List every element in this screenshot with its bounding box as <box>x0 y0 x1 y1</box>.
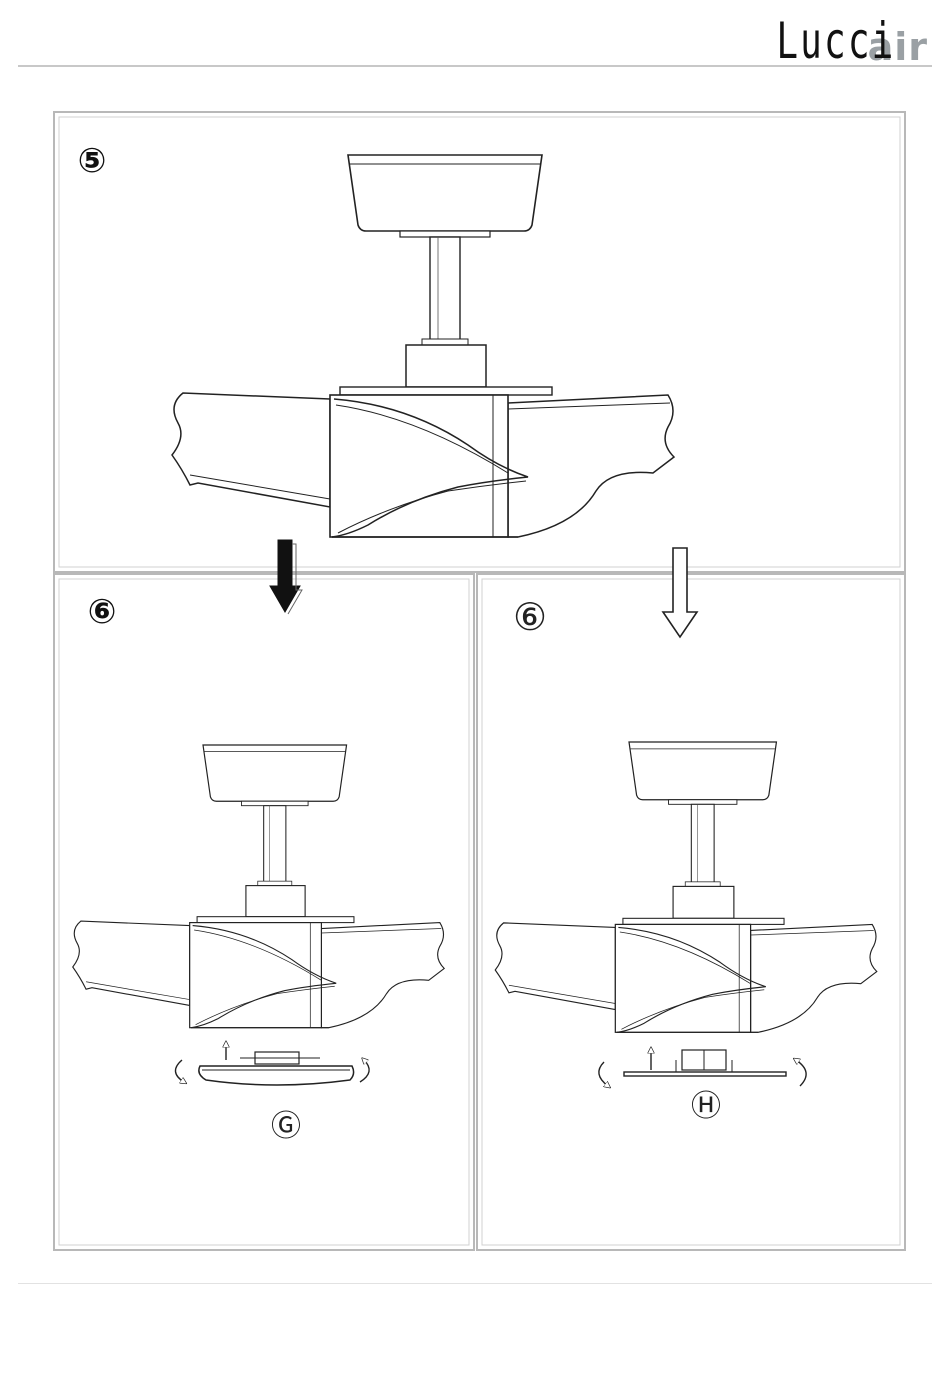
outline-down-arrow <box>663 548 697 637</box>
step-5-number: ⑤ <box>78 141 107 181</box>
cover-plate-part <box>599 1050 806 1086</box>
callout-h: Ⓗ <box>691 1089 721 1124</box>
footer-divider <box>18 1283 932 1284</box>
light-kit-part <box>175 1044 369 1085</box>
callout-g: Ⓖ <box>271 1109 301 1144</box>
fan-illustration-light-kit <box>73 745 444 1028</box>
fan-illustration-cover-plate <box>495 742 877 1032</box>
fan-illustration-step-5 <box>172 155 674 537</box>
step-6-number-left: ⑥ <box>88 592 117 632</box>
step-6-number-right: ⑥ <box>513 595 547 639</box>
solid-down-arrow <box>270 540 302 614</box>
